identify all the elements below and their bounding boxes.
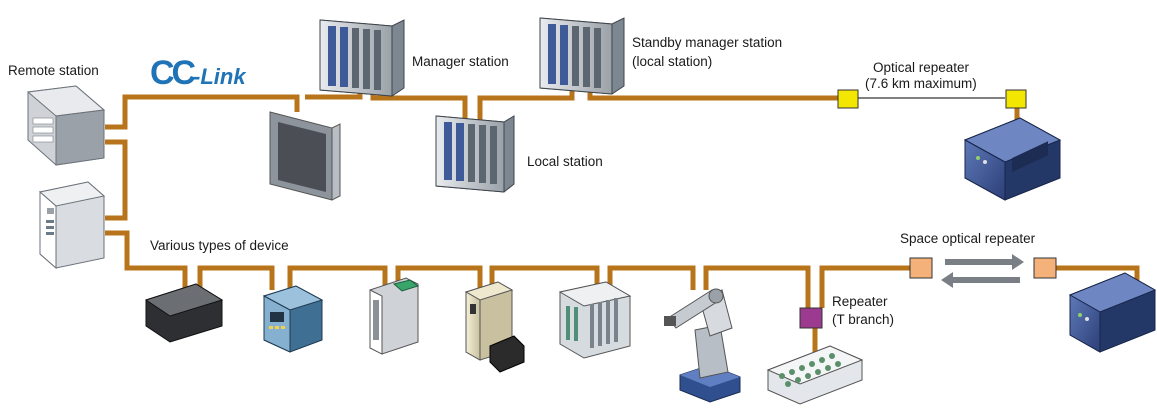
plc-rack-local [435,115,515,193]
label-manager-station: Manager station [412,54,509,69]
label-optical-line1: Optical repeater [873,60,970,75]
svg-text:-Link: -Link [193,64,247,89]
space-optical-repeater-right [1033,257,1057,279]
label-standby-line1: Standby manager station [632,35,782,50]
touch-panel-icon [269,111,341,201]
cable-left-trunk [105,94,300,130]
device-io-module [369,277,420,355]
label-various-devices: Various types of device [150,238,289,253]
blue-remote-unit-top [963,117,1062,201]
device-valve-manifold [766,345,864,405]
device-inverter-panel [262,285,324,353]
label-repeater-line2: (T branch) [832,312,894,327]
label-repeater-line1: Repeater [832,294,888,309]
label-remote-station: Remote station [8,63,99,78]
t-branch-repeater [799,307,823,329]
cable-remote2-down [105,230,150,271]
network-cables [105,80,1140,355]
label-local-station: Local station [527,154,603,169]
device-robot-arm [664,288,741,403]
blue-remote-unit-bottom [1068,272,1157,353]
svg-text:CC: CC [150,54,196,92]
cable-standby-to-optical [587,82,838,101]
label-optical-line2: (7.6 km maximum) [865,76,977,91]
device-sensor-bar [144,283,224,343]
device-servo-amplifier [464,281,525,373]
space-optical-repeater-left [909,257,933,279]
device-plc-io-block [558,281,632,359]
cable-remote1-lower [105,139,128,221]
label-standby-line2: (local station) [632,54,712,69]
optical-repeater-box-1 [837,89,859,109]
cc-link-logo: CC -Link [150,54,247,92]
optical-repeater-box-2 [1005,89,1027,109]
remote-station-icon [26,85,106,166]
plc-rack-standby [539,17,625,95]
plc-rack-manager [319,19,405,97]
remote-station-2-icon [38,181,106,270]
bidirectional-arrows [941,254,1024,288]
label-space-optical: Space optical repeater [900,231,1036,246]
